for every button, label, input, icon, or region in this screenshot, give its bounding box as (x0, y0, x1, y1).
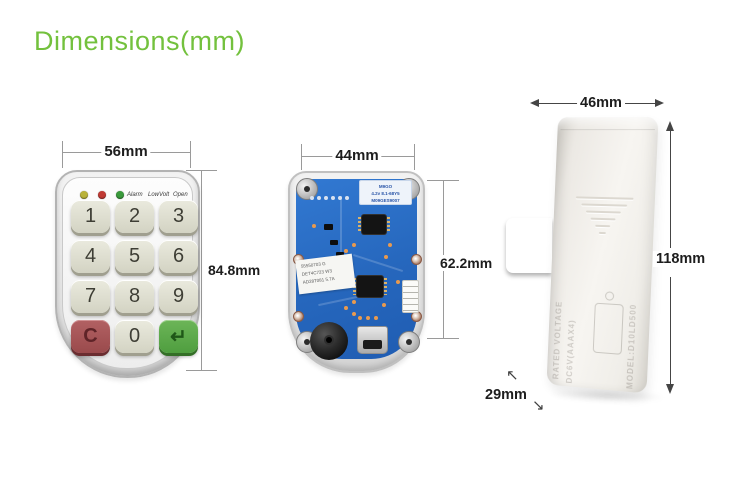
key-0: 0 (115, 320, 154, 353)
dimension-label: 56mm (101, 143, 151, 160)
dimension-tick (414, 144, 415, 170)
page-title: Dimensions(mm) (34, 26, 246, 56)
lowvolt-led-icon (98, 191, 106, 199)
dimension-label: 84.8mm (205, 262, 264, 278)
solder-pad (374, 316, 378, 320)
key-9: 9 (159, 280, 198, 313)
solder-pad (344, 306, 348, 310)
vent-line (598, 231, 606, 235)
spec-label-line: M9GO (378, 184, 393, 189)
dimension-line (539, 103, 581, 104)
edge-screw (293, 311, 304, 322)
key-5: 5 (115, 240, 154, 273)
case-seam (560, 129, 655, 131)
edge-screw (411, 254, 422, 265)
key-4: 4 (71, 240, 110, 273)
dimension-tick (186, 170, 217, 171)
arrowhead-left-icon (530, 99, 539, 107)
mcu-chip (353, 276, 387, 297)
keypad-photo: Alarm LowVolt Open 1 2 3 4 5 6 7 8 9 C 0… (55, 170, 200, 378)
dimension-label: 46mm (577, 95, 625, 111)
smd-component (330, 240, 338, 245)
dimension-line (201, 170, 202, 370)
open-led-icon (116, 191, 124, 199)
keypad-keys: 1 2 3 4 5 6 7 8 9 C 0 ↵ (71, 200, 198, 353)
barcode-sticker: 55550703 G DET4C723 W3 AD28T081 5.7A (295, 253, 356, 295)
open-label: Open (173, 192, 188, 198)
dimension-tick (427, 180, 459, 181)
battery-cover-outline (592, 302, 624, 355)
spec-label-line: 4.2v 8.1-68Y5 (371, 191, 400, 197)
embossed-model: MODEL:D10LD500 (625, 303, 639, 390)
lowvolt-label: LowVolt (148, 192, 170, 198)
dimension-tick (62, 141, 63, 168)
key-3: 3 (159, 200, 198, 233)
arrowhead-down-icon (666, 384, 674, 394)
mini-usb-port (357, 326, 388, 354)
dimension-label: 62.2mm (437, 255, 496, 271)
pcb-trace (340, 196, 342, 281)
solder-pad (344, 249, 348, 253)
vent-line (590, 217, 616, 221)
main-chip (358, 215, 390, 234)
alarm-led-icon (80, 191, 88, 199)
arrowhead-up-icon (666, 121, 674, 131)
arrow-up-left-icon: ↖ (506, 367, 519, 384)
solder-pad (382, 303, 386, 307)
key-2: 2 (115, 200, 154, 233)
keypad-faceplate: Alarm LowVolt Open 1 2 3 4 5 6 7 8 9 C 0… (62, 177, 198, 369)
vent-line (585, 210, 621, 214)
solder-pad (312, 224, 316, 228)
wire-connector (402, 280, 419, 313)
buzzer (310, 322, 348, 360)
solder-pad (396, 280, 400, 284)
screw-post (398, 331, 420, 353)
vent-line (580, 203, 627, 207)
dimension-line (670, 131, 671, 248)
solder-pad (388, 243, 392, 247)
smd-component (324, 224, 333, 230)
key-enter: ↵ (159, 320, 198, 353)
dimension-label: 44mm (332, 147, 382, 164)
alarm-label: Alarm (127, 192, 143, 198)
spec-label: M9GO 4.2v 8.1-68Y5 M09GES9007 (359, 180, 412, 205)
lock-body-photo: RATED VOLTAGE DC6V(AAAX4) MODEL:D10LD500 (546, 116, 659, 394)
solder-pad (358, 316, 362, 320)
solder-pad (366, 316, 370, 320)
vent-line (595, 224, 611, 228)
key-6: 6 (159, 240, 198, 273)
key-clear: C (71, 320, 110, 353)
solder-pad (352, 300, 356, 304)
solder-pad (352, 312, 356, 316)
embossed-dc-voltage: DC6V(AAAX4) (564, 319, 577, 384)
spec-label-line: M09GES9007 (371, 198, 400, 204)
key-1: 1 (71, 200, 110, 233)
vent-line (575, 196, 634, 200)
key-8: 8 (115, 280, 154, 313)
dimension-label: 29mm (485, 387, 527, 403)
dimension-line (670, 277, 671, 384)
embossed-rated-voltage: RATED VOLTAGE (551, 300, 564, 380)
battery-cover-dot (604, 291, 615, 301)
return-arrow-icon: ↵ (170, 326, 187, 348)
key-7: 7 (71, 280, 110, 313)
arrow-down-right-icon: ↘ (532, 397, 545, 414)
dimension-tick (427, 338, 459, 339)
pad-row (310, 187, 352, 205)
vent-pattern (553, 196, 655, 241)
screw-post (296, 178, 318, 200)
dimension-tick (190, 141, 191, 168)
dimension-label: 118mm (653, 251, 709, 267)
dimension-line (622, 103, 655, 104)
dimension-tick (301, 144, 302, 170)
latch-bolt (506, 218, 552, 273)
solder-pad (352, 243, 356, 247)
dimension-tick (186, 370, 217, 371)
arrowhead-right-icon (655, 99, 664, 107)
solder-pad (384, 255, 388, 259)
